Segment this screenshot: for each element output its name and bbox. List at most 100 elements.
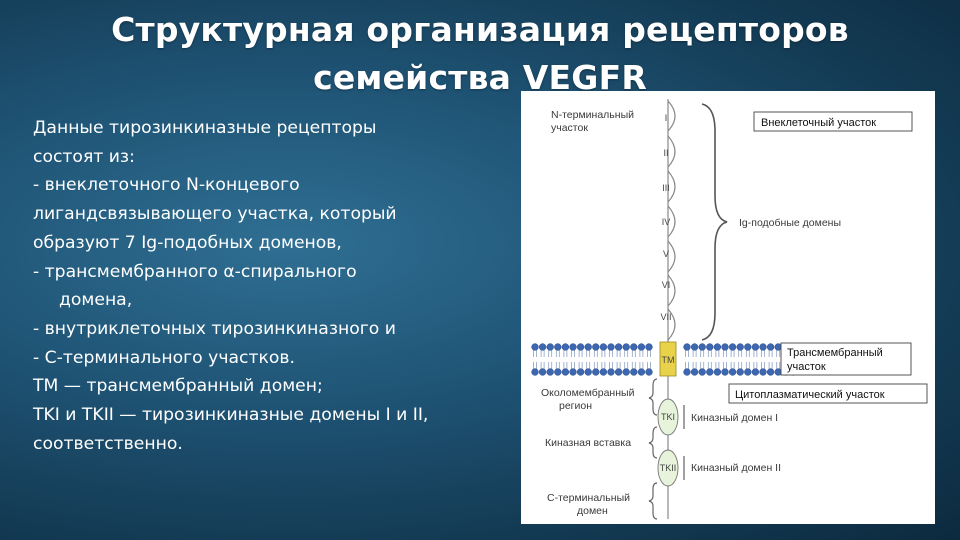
n-terminal-label-2: участок bbox=[551, 122, 588, 134]
tk2-short-label: TKII bbox=[660, 463, 677, 473]
body-line: - внеклеточного N-концевого bbox=[33, 171, 503, 200]
numeral-1: I bbox=[665, 113, 668, 123]
juxtamembrane-brace bbox=[649, 379, 657, 415]
tm-short-label: TM bbox=[662, 355, 675, 365]
lipid-tail bbox=[746, 362, 749, 369]
lipid-tail bbox=[549, 350, 552, 357]
transmembrane-label-1: Трансмембранный bbox=[787, 347, 883, 359]
body-line: соответственно. bbox=[33, 430, 503, 459]
numeral-7: VII bbox=[660, 312, 671, 322]
lipid-head bbox=[760, 344, 767, 351]
body-line: - внутриклеточных тирозинкиназного и bbox=[33, 315, 503, 344]
lipid-head bbox=[615, 344, 622, 351]
tk1-short-label: TKI bbox=[661, 412, 675, 422]
extracellular-label: Внеклеточный участок bbox=[761, 117, 876, 129]
lipid-head bbox=[646, 369, 653, 376]
lipid-tail bbox=[724, 362, 727, 369]
juxtamembrane-label-2: регион bbox=[559, 400, 592, 412]
lipid-head bbox=[554, 369, 561, 376]
lipid-tail bbox=[693, 362, 696, 369]
lipid-tail bbox=[648, 362, 651, 369]
lipid-head bbox=[737, 344, 744, 351]
lipid-tail bbox=[754, 350, 757, 357]
lipid-tail bbox=[610, 362, 613, 369]
lipid-tail bbox=[739, 362, 742, 369]
lipid-tail bbox=[632, 350, 635, 357]
lipid-head bbox=[752, 369, 759, 376]
c-terminal-label-2: домен bbox=[577, 505, 608, 517]
numeral-6: VI bbox=[662, 280, 671, 290]
description-text: Данные тирозинкиназные рецепторы состоят… bbox=[33, 114, 503, 458]
lipid-tail bbox=[724, 350, 727, 357]
lipid-tail bbox=[731, 362, 734, 369]
lipid-head bbox=[722, 344, 729, 351]
lipid-tail bbox=[617, 362, 620, 369]
ig-loop-2 bbox=[668, 136, 675, 167]
numeral-3: III bbox=[662, 183, 670, 193]
slide-title: Структурная организация рецепторов семей… bbox=[0, 6, 960, 102]
lipid-head bbox=[638, 344, 645, 351]
lipid-tail bbox=[534, 350, 537, 357]
lipid-head bbox=[767, 369, 774, 376]
c-terminal-label-1: С-терминальный bbox=[547, 492, 630, 504]
lipid-tail bbox=[708, 362, 711, 369]
transmembrane-label-2: участок bbox=[787, 361, 826, 373]
kinase-insert-brace bbox=[649, 427, 657, 458]
body-line: - С-терминального участков. bbox=[33, 344, 503, 373]
lipid-tail bbox=[617, 350, 620, 357]
kinase1-label: Киназный домен I bbox=[691, 412, 778, 424]
body-line: образуют 7 Ig-подобных доменов, bbox=[33, 229, 503, 258]
lipid-head bbox=[638, 369, 645, 376]
lipid-tail bbox=[769, 362, 772, 369]
numeral-2: II bbox=[663, 148, 668, 158]
lipid-tail bbox=[602, 362, 605, 369]
lipid-head bbox=[577, 369, 584, 376]
lipid-tail bbox=[602, 350, 605, 357]
body-line: Данные тирозинкиназные рецепторы bbox=[33, 114, 503, 143]
body-line: TKI и TKII — тирозинкиназные домены I и … bbox=[33, 401, 503, 430]
lipid-head bbox=[600, 369, 607, 376]
lipid-tail bbox=[541, 362, 544, 369]
lipid-head bbox=[767, 344, 774, 351]
lipid-tail bbox=[556, 362, 559, 369]
ig-domain-numerals: I II III IV V VI VII bbox=[660, 113, 671, 322]
lipid-head bbox=[752, 344, 759, 351]
body-line: - трансмембранного α-спирального bbox=[33, 258, 503, 287]
lipid-head bbox=[539, 369, 546, 376]
lipid-head bbox=[623, 344, 630, 351]
lipid-tail bbox=[686, 362, 689, 369]
lipid-head bbox=[729, 344, 736, 351]
lipid-tail bbox=[701, 350, 704, 357]
lipid-tail bbox=[541, 350, 544, 357]
lipid-head bbox=[729, 369, 736, 376]
lipid-tail bbox=[739, 350, 742, 357]
lipid-head bbox=[646, 344, 653, 351]
lipid-tail bbox=[716, 350, 719, 357]
lipid-head bbox=[532, 369, 539, 376]
lipid-head bbox=[706, 344, 713, 351]
lipid-head bbox=[760, 369, 767, 376]
lipid-head bbox=[615, 369, 622, 376]
lipid-head bbox=[532, 344, 539, 351]
lipid-tail bbox=[572, 362, 575, 369]
lipid-head bbox=[570, 369, 577, 376]
receptor-diagram: I II III IV V VI VII N-терминальный учас… bbox=[521, 91, 935, 524]
lipid-head bbox=[699, 344, 706, 351]
lipid-head bbox=[570, 344, 577, 351]
lipid-tail bbox=[564, 362, 567, 369]
ig-domains-label: Ig-подобные домены bbox=[739, 217, 841, 229]
body-line: состоят из: bbox=[33, 143, 503, 172]
numeral-5: V bbox=[663, 249, 669, 259]
lipid-tail bbox=[648, 350, 651, 357]
lipid-head bbox=[722, 369, 729, 376]
lipid-head bbox=[539, 344, 546, 351]
numeral-4: IV bbox=[662, 217, 671, 227]
lipid-tail bbox=[762, 362, 765, 369]
lipid-tail bbox=[716, 362, 719, 369]
lipid-tail bbox=[640, 362, 643, 369]
lipid-head bbox=[691, 369, 698, 376]
lipid-tail bbox=[777, 362, 780, 369]
ig-loop-1 bbox=[668, 101, 675, 131]
lipid-head bbox=[585, 344, 592, 351]
cytoplasmic-label: Цитоплазматический участок bbox=[735, 389, 885, 401]
